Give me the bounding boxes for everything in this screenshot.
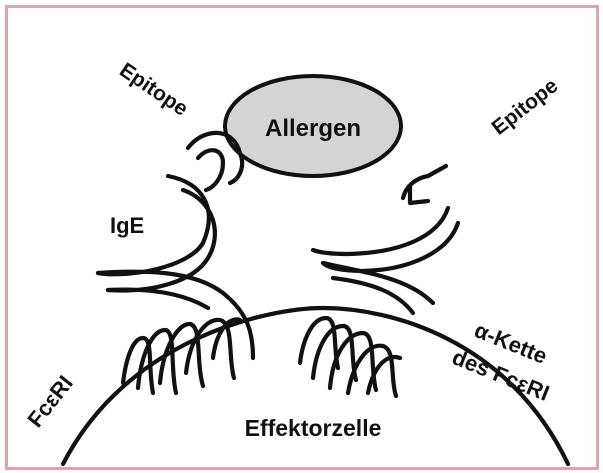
ige-label: IgE — [110, 213, 144, 238]
epitope-left-label: Epitope — [115, 59, 192, 121]
fceri-label: FcεRI — [22, 371, 77, 432]
figure-frame: Allergen Epitope Epitope IgE α-Kette des… — [5, 5, 599, 470]
left-fceri-alpha-coils — [123, 319, 240, 393]
allergen-ige-diagram: Allergen Epitope Epitope IgE α-Kette des… — [8, 8, 596, 467]
effector-cell-label: Effektorzelle — [245, 415, 382, 441]
right-fceri-alpha-coils — [300, 318, 400, 396]
epitope-right-label: Epitope — [488, 74, 563, 140]
allergen-label: Allergen — [265, 115, 361, 142]
right-ige-antibody — [313, 166, 458, 313]
